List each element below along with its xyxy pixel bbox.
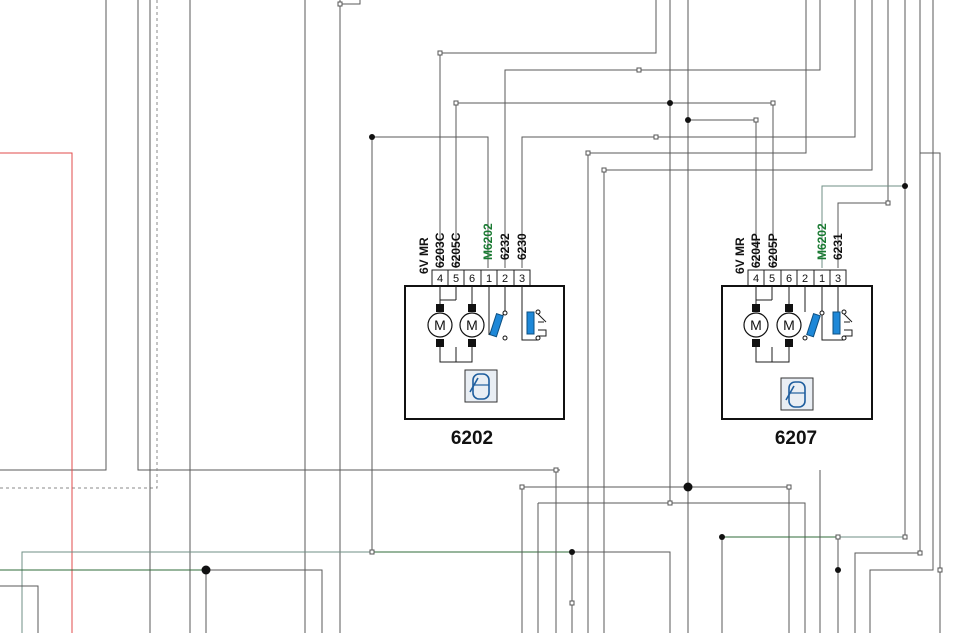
switch-icon <box>802 310 825 341</box>
wire-label: 6V MR <box>417 237 431 274</box>
wire-label: 6231 <box>831 233 845 260</box>
vehicle-door-icon <box>464 369 498 403</box>
connector-6207[interactable]: 6V MR 6204P 6205P M6202 6231 4 5 6 2 1 3 <box>721 223 873 449</box>
component-title: 6207 <box>775 428 817 449</box>
motor-icon: M <box>459 304 485 347</box>
motor-icon: M <box>743 304 769 347</box>
wire-label: M6202 <box>481 223 495 260</box>
pin-number: 6 <box>786 273 792 285</box>
wire-label: 6230 <box>515 233 529 260</box>
vehicle-door-icon <box>780 377 814 411</box>
connector-6202[interactable]: 6V MR 6203C 6205C M6202 6232 6230 4 5 6 … <box>404 223 565 449</box>
pin-number: 3 <box>835 273 841 285</box>
wire-label: 6203C <box>433 232 447 268</box>
svg-text:M: M <box>783 317 795 333</box>
wire-terminals <box>337 1 943 606</box>
wire-label: M6202 <box>815 223 829 260</box>
switch-icon <box>821 309 853 341</box>
pin-number: 5 <box>453 273 459 285</box>
pin-strip: 4 5 6 1 2 3 <box>431 269 531 287</box>
pin-strip: 4 5 6 2 1 3 <box>747 269 847 287</box>
wire-junctions <box>201 100 908 575</box>
pin-number: 3 <box>519 273 525 285</box>
pin-number: 6 <box>469 273 475 285</box>
component-title: 6202 <box>451 428 493 449</box>
wire-label: 6232 <box>498 233 512 260</box>
pin-number: 4 <box>753 273 759 285</box>
pin-number: 2 <box>502 273 508 285</box>
motor-icon: M <box>427 304 453 347</box>
svg-text:M: M <box>466 317 478 333</box>
switch-icon <box>521 309 547 341</box>
wire-label: 6205P <box>766 233 780 268</box>
pin-number: 1 <box>819 273 825 285</box>
pin-number: 2 <box>802 273 808 285</box>
wire-label: 6V MR <box>733 237 747 274</box>
motor-icon: M <box>776 304 802 347</box>
svg-text:M: M <box>750 317 762 333</box>
wire-label: 6204P <box>749 233 763 268</box>
wire-label: 6205C <box>449 232 463 268</box>
pin-number: 5 <box>769 273 775 285</box>
svg-text:M: M <box>434 317 446 333</box>
switch-icon <box>489 310 508 341</box>
pin-number: 4 <box>437 273 443 285</box>
pin-number: 1 <box>486 273 492 285</box>
